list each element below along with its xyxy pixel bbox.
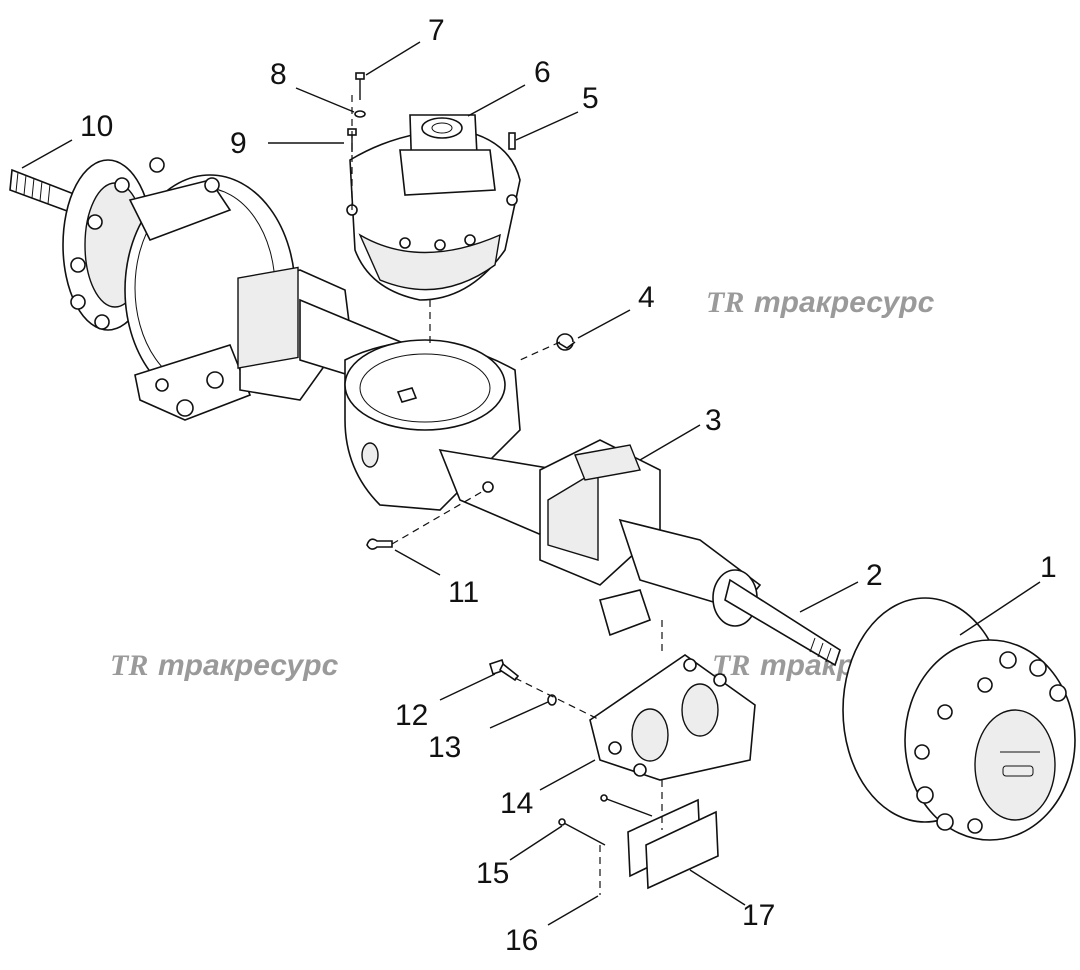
callout-labels: 1 2 3 4 5 6 7 8 9 10 11 12 13 14 15 16 1… xyxy=(80,14,1057,957)
differential-assembly xyxy=(346,72,521,301)
watermark-logo: TR xyxy=(110,649,148,682)
breather xyxy=(366,538,393,550)
watermark-bottom-left: TR тракресурс xyxy=(110,649,339,682)
callout-17: 17 xyxy=(742,899,775,932)
callout-6: 6 xyxy=(534,56,551,89)
callout-16: 16 xyxy=(505,924,538,957)
callout-12: 12 xyxy=(395,699,428,732)
watermark-text: тракресурс xyxy=(754,286,935,319)
callout-3: 3 xyxy=(705,404,722,437)
caliper-washer xyxy=(547,694,557,706)
left-mount-bracket xyxy=(134,344,252,421)
callout-15: 15 xyxy=(476,857,509,890)
callout-4: 4 xyxy=(638,281,655,314)
callout-10: 10 xyxy=(80,110,113,143)
watermark-text: тракресурс xyxy=(158,649,339,682)
callout-9: 9 xyxy=(230,127,247,160)
callout-13: 13 xyxy=(428,731,461,764)
right-hub xyxy=(842,597,1076,841)
callout-11: 11 xyxy=(448,576,479,609)
callout-8: 8 xyxy=(270,58,287,91)
axle-housing xyxy=(237,266,762,637)
plug xyxy=(556,333,576,351)
right-half-shaft xyxy=(724,578,841,667)
caliper-bolt xyxy=(489,658,520,682)
callout-5: 5 xyxy=(582,82,599,115)
callout-14: 14 xyxy=(500,787,533,820)
watermark-top-right: TR тракресурс xyxy=(706,286,935,319)
callout-2: 2 xyxy=(866,559,883,592)
leader-lines xyxy=(21,41,1041,926)
brake-caliper xyxy=(589,654,756,781)
watermark-logo: TR xyxy=(706,286,744,319)
pad-pins xyxy=(558,794,653,846)
brake-pads xyxy=(627,798,719,890)
callout-7: 7 xyxy=(428,14,445,47)
callout-1: 1 xyxy=(1040,551,1057,584)
assembly-lines xyxy=(351,95,663,895)
